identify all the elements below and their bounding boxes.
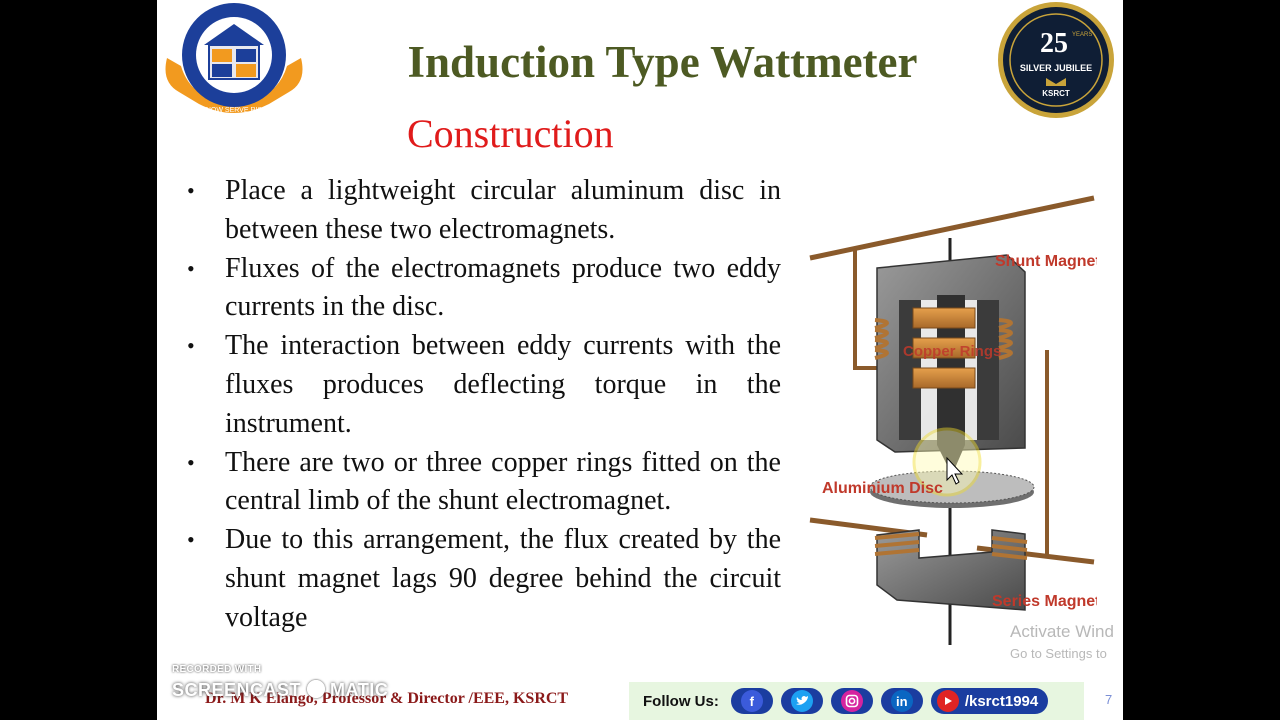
page-number: 7	[1105, 692, 1113, 707]
jubilee-banner: SILVER JUBILEE	[1020, 63, 1092, 73]
windows-activation-notice: Activate Wind Go to Settings to	[1010, 622, 1114, 661]
bullet-item: • The interaction between eddy currents …	[187, 327, 781, 443]
bullet-item: • There are two or three copper rings fit…	[187, 444, 781, 522]
bullet-dot: •	[187, 527, 195, 553]
college-logo: KNOW SERVE RISE	[165, 3, 303, 114]
footer-author: Dr. M K Elango, Professor & Director /EE…	[205, 690, 569, 707]
jubilee-years-label: YEARS	[1072, 32, 1092, 38]
bullet-item: • Fluxes of the electromagnets produce t…	[187, 250, 781, 328]
twitter-link[interactable]	[780, 688, 823, 714]
instagram-icon	[840, 690, 863, 712]
bullet-dot: •	[187, 255, 195, 281]
youtube-icon	[936, 690, 959, 712]
series-magnet-label: Series Magnet	[992, 593, 1097, 610]
bullet-text: Fluxes of the electromagnets produce two…	[225, 252, 781, 323]
mouse-pointer-icon	[946, 456, 964, 485]
activation-line-1: Activate Wind	[1010, 622, 1114, 641]
bullet-dot: •	[187, 333, 195, 359]
bullet-text: Due to this arrangement, the flux create…	[225, 524, 781, 633]
bullet-list: • Place a lightweight circular aluminum d…	[187, 172, 781, 638]
bullet-dot: •	[187, 449, 195, 475]
youtube-link[interactable]: /ksrct1994	[930, 688, 1049, 714]
jubilee-org: KSRCT	[1042, 89, 1070, 98]
bullet-text: There are two or three copper rings fitt…	[225, 446, 781, 517]
twitter-icon	[790, 690, 813, 712]
wattmeter-diagram: Shunt Magnet Copper Rings Aluminium Disc…	[809, 195, 1097, 645]
aluminium-disc-label: Aluminium Disc	[822, 480, 943, 497]
copper-rings-label: Copper Rings	[903, 343, 1001, 360]
linkedin-icon: in	[890, 690, 913, 712]
slide: KNOW SERVE RISE 25 YEARS SILVER JUBILEE …	[157, 0, 1123, 720]
bullet-item: • Place a lightweight circular aluminum d…	[187, 172, 781, 250]
follow-us-bar: Follow Us: f in /ksrct1994	[629, 682, 1084, 720]
activation-line-2: Go to Settings to	[1010, 646, 1107, 661]
bullet-item: • Due to this arrangement, the flux crea…	[187, 521, 781, 637]
follow-us-label: Follow Us:	[643, 692, 719, 710]
logo-motto: KNOW SERVE RISE	[201, 107, 267, 114]
slide-title: Induction Type Wattmeter	[407, 37, 918, 87]
watermark-recorded: RECORDED WITH	[172, 664, 262, 675]
facebook-icon: f	[740, 690, 763, 712]
youtube-handle: /ksrct1994	[964, 692, 1039, 710]
shunt-magnet-label: Shunt Magnet	[995, 253, 1097, 270]
bullet-dot: •	[187, 178, 195, 203]
instagram-link[interactable]	[830, 688, 873, 714]
facebook-link[interactable]: f	[730, 688, 773, 714]
silver-jubilee-logo: 25 YEARS SILVER JUBILEE KSRCT	[998, 2, 1114, 118]
slide-subtitle: Construction	[407, 111, 614, 156]
bullet-text: The interaction between eddy currents wi…	[225, 330, 781, 439]
screencast-watermark: RECORDED WITH SCREENCAST MATIC	[172, 662, 392, 712]
linkedin-link[interactable]: in	[880, 688, 923, 714]
watermark-brand: SCREENCAST MATIC	[172, 680, 389, 700]
bullet-text: Place a lightweight circular aluminum di…	[225, 175, 781, 245]
jubilee-years: 25	[1040, 28, 1068, 59]
screencast-logo-icon	[306, 680, 325, 698]
